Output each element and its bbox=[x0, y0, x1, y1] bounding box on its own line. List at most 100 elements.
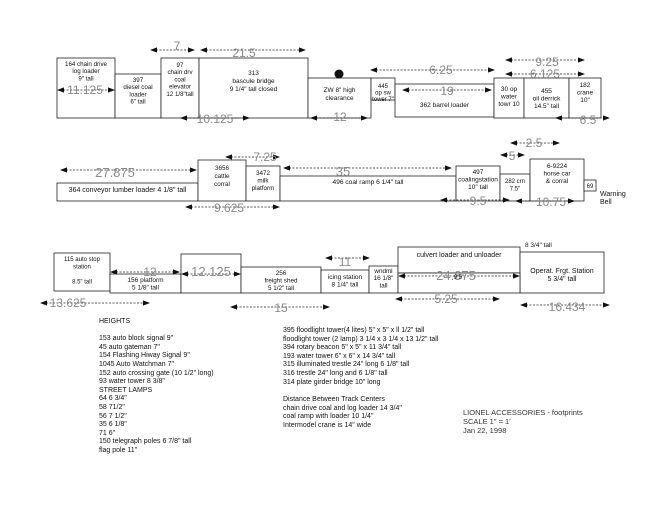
accessory-label: 182 bbox=[580, 82, 591, 89]
dimension-d24: 24.875 bbox=[398, 268, 520, 283]
accessory-label: 69 bbox=[587, 184, 594, 190]
dimension-d725: 7.25 bbox=[225, 150, 280, 164]
accessory-box-b69 bbox=[583, 179, 597, 192]
accessory-label: & corral bbox=[546, 178, 569, 185]
dimension-value: 35 bbox=[336, 164, 350, 179]
accessory-label: 164 chain drive bbox=[65, 61, 108, 68]
dimension-value: 7.25 bbox=[253, 150, 277, 164]
accessory-box-b496 bbox=[279, 175, 457, 202]
dimension-value: 7 bbox=[174, 39, 181, 53]
accessory-box-b30 bbox=[493, 77, 525, 119]
dimension-d9625: 9.625 bbox=[185, 201, 280, 215]
heights-list-2: 395 floodlight tower(4 lites) 5" x 5" x … bbox=[283, 327, 438, 387]
accessory-label: 496 coal ramp 6 1/4" tall bbox=[333, 179, 404, 186]
accessory-label: elevator bbox=[169, 84, 191, 91]
dimension-d27: 27.875 bbox=[60, 165, 197, 180]
heights-line bbox=[99, 327, 214, 336]
accessory-label: 16 1/8" bbox=[374, 275, 394, 282]
dimension-d625: 6.25 bbox=[370, 63, 495, 77]
dimension-value: 9.625 bbox=[214, 201, 244, 215]
accessory-label: 497 bbox=[473, 169, 484, 176]
accessory-label: 7.5" bbox=[510, 187, 520, 193]
accessory-label: platform bbox=[252, 185, 275, 192]
dimension-d7: 7 bbox=[150, 39, 195, 53]
dimension-value: 19 bbox=[440, 84, 454, 98]
dimension-d35: 35 bbox=[283, 164, 452, 179]
accessory-label: diesel coal bbox=[123, 84, 152, 91]
accessory-box-b164 bbox=[56, 57, 116, 119]
accessory-label: 455 bbox=[541, 88, 552, 95]
accessory-label: 256 bbox=[276, 270, 287, 277]
heights-line: 153 auto block signal 9" bbox=[99, 335, 174, 343]
dimension-d525: 5.25 bbox=[395, 292, 500, 306]
warning-bell-label: Warning bbox=[600, 191, 626, 198]
heights2-line: 314 plate girder bridge 10" long bbox=[283, 378, 381, 386]
distances-line: Distance Between Track Centers bbox=[283, 396, 385, 403]
dimension-d11125: 11.125 bbox=[57, 83, 115, 97]
track-distances: Distance Between Track Centers chain dri… bbox=[283, 396, 402, 430]
heights2-line: 316 trestle 24" long and 6 1/8" tall bbox=[283, 369, 388, 377]
accessory-label: 6-9224 bbox=[547, 163, 568, 170]
dimension-d11: 11 bbox=[325, 255, 370, 269]
dimension-d25: 2.5 bbox=[510, 136, 560, 150]
dimension-value: 21.5 bbox=[232, 46, 256, 60]
accessory-label: cattle bbox=[214, 173, 230, 180]
dimension-value: 5 bbox=[509, 149, 516, 163]
accessory-label: tall bbox=[379, 282, 387, 289]
dimension-value: 6.5 bbox=[580, 113, 597, 127]
transformer-knob-icon bbox=[334, 69, 344, 79]
dimension-d12125: 12.125 bbox=[181, 264, 241, 279]
accessory-box-boperat bbox=[519, 251, 605, 294]
accessory-label: 445 bbox=[378, 84, 389, 90]
culvert-height-label: 8 3/4" tall bbox=[525, 242, 552, 249]
dimension-value: 13.625 bbox=[50, 296, 87, 310]
dimension-value: 9.25 bbox=[535, 55, 559, 69]
distances-line: chain drive coal and log loader 14 3/4" bbox=[283, 404, 402, 412]
accessory-label: 8.5" tall bbox=[72, 280, 92, 286]
accessory-label: wndml bbox=[373, 268, 392, 275]
dimension-d13: 13.625 bbox=[40, 296, 150, 310]
accessory-label: towr 10 bbox=[498, 101, 520, 108]
dimension-value: 12 bbox=[143, 265, 157, 279]
accessory-label: log loader bbox=[72, 68, 99, 75]
accessory-label: 9" tall bbox=[78, 75, 93, 82]
heights2-line: 394 rotary beacon 5" x 5" x 11 3/4" tall bbox=[283, 344, 402, 352]
heights2-line: 395 floodlight tower(4 lites) 5" x 5" x … bbox=[283, 327, 425, 334]
accessory-label: 3472 bbox=[256, 170, 271, 177]
heights-line: 35 6 1/8" bbox=[99, 421, 127, 429]
accessory-label: bascule bridge bbox=[232, 78, 275, 85]
dimension-d16: 16.434 bbox=[520, 300, 610, 314]
heights-line: 71 6" bbox=[99, 429, 116, 437]
accessory-label: 364 conveyor lumber loader 4 1/8" tall bbox=[69, 187, 187, 194]
heights2-line: 315 illuminated trestle 24" long 6 1/8" … bbox=[283, 361, 410, 369]
accessory-label: 313 bbox=[248, 70, 259, 77]
dimension-value: 9.5 bbox=[470, 194, 487, 208]
warning-bell-label: Bell bbox=[600, 199, 612, 206]
dimension-value: 24.875 bbox=[436, 268, 476, 283]
dimension-d12b: 12 bbox=[110, 265, 180, 279]
dimension-d15: 15 bbox=[230, 301, 330, 315]
dimension-value: 27.875 bbox=[95, 165, 135, 180]
accessory-box-b3656 bbox=[197, 159, 247, 202]
accessory-label: water bbox=[500, 94, 518, 101]
accessory-label: 9 1/4" tall closed bbox=[230, 86, 278, 93]
heights-line: HEIGHTS bbox=[99, 318, 131, 325]
dimension-d10125: 10.125 bbox=[180, 112, 250, 126]
accessory-label: 10" tall bbox=[468, 184, 488, 191]
heights-line: 58 71/2" bbox=[99, 403, 125, 411]
heights-line: 1045 Auto Watchman 7" bbox=[99, 360, 174, 368]
dimension-value: 12.125 bbox=[191, 264, 231, 279]
accessory-box-bwndml bbox=[368, 265, 399, 294]
dimension-d1075: 10.75 bbox=[515, 195, 575, 209]
accessory-label: 6" tall bbox=[130, 99, 145, 106]
accessory-label: milk bbox=[257, 178, 269, 185]
drawing-date: Jan 22, 1998 bbox=[463, 426, 507, 435]
accessory-label: crane bbox=[577, 90, 594, 97]
heights2-line: 193 water tower 6" x 6" x 14 3/4" tall bbox=[283, 352, 396, 360]
accessory-label: loader bbox=[129, 91, 146, 98]
accessory-label: 362 barrel loader bbox=[420, 102, 470, 109]
dimension-value: 10.75 bbox=[536, 195, 566, 209]
heights-line: 93 water tower 8 3/8" bbox=[99, 378, 165, 386]
accessory-label: coal bbox=[174, 76, 185, 83]
